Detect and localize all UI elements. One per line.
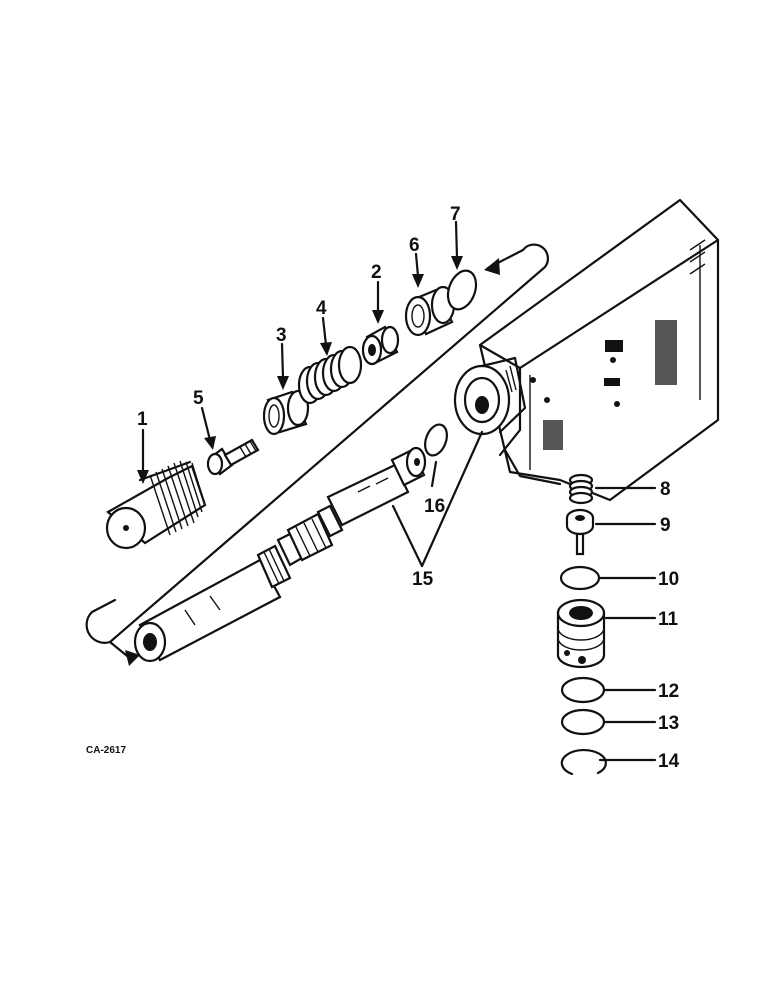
- callout-5: 5: [193, 388, 204, 409]
- part-7-o-ring: [446, 269, 478, 311]
- part-1-threaded-plug: [105, 460, 207, 550]
- callout-9: 9: [660, 515, 671, 536]
- part-2-cap: [361, 325, 400, 366]
- part-11-valve-seat: [556, 598, 606, 669]
- part-15-spool: [133, 446, 427, 663]
- callout-7: 7: [450, 204, 461, 225]
- callout-1: 1: [137, 409, 148, 430]
- callout-14: 14: [658, 751, 680, 772]
- callout-13: 13: [658, 713, 679, 734]
- callout-labels: 1 2 3 4 5 6 7 8 9 10 11 12 13 14 15 16: [137, 204, 680, 772]
- disassembly-flow-arrow: [85, 243, 549, 666]
- part-3-sleeve: [262, 389, 310, 436]
- callout-15: 15: [412, 569, 434, 590]
- callout-leader-lines: [137, 220, 657, 762]
- callout-2: 2: [371, 262, 382, 283]
- part-14-snap-ring: [560, 748, 607, 776]
- part-8-spring: [568, 473, 594, 505]
- callout-16: 16: [424, 496, 445, 517]
- callout-4: 4: [316, 298, 327, 319]
- callout-12: 12: [658, 681, 679, 702]
- part-5-bolt: [206, 438, 260, 476]
- callout-6: 6: [409, 235, 420, 256]
- figure-code: CA-2617: [86, 745, 126, 756]
- part-16-o-ring: [424, 423, 448, 457]
- callout-3: 3: [276, 325, 287, 346]
- part-9-poppet: [565, 508, 595, 556]
- part-6-bushing: [404, 285, 456, 337]
- callout-11: 11: [658, 609, 679, 630]
- callout-10: 10: [658, 569, 679, 590]
- part-4-spring: [297, 345, 363, 405]
- part-13-o-ring: [560, 708, 606, 736]
- callout-8: 8: [660, 479, 671, 500]
- part-12-o-ring: [560, 676, 606, 704]
- valve-body-housing: [453, 198, 720, 502]
- part-10-o-ring: [559, 565, 601, 591]
